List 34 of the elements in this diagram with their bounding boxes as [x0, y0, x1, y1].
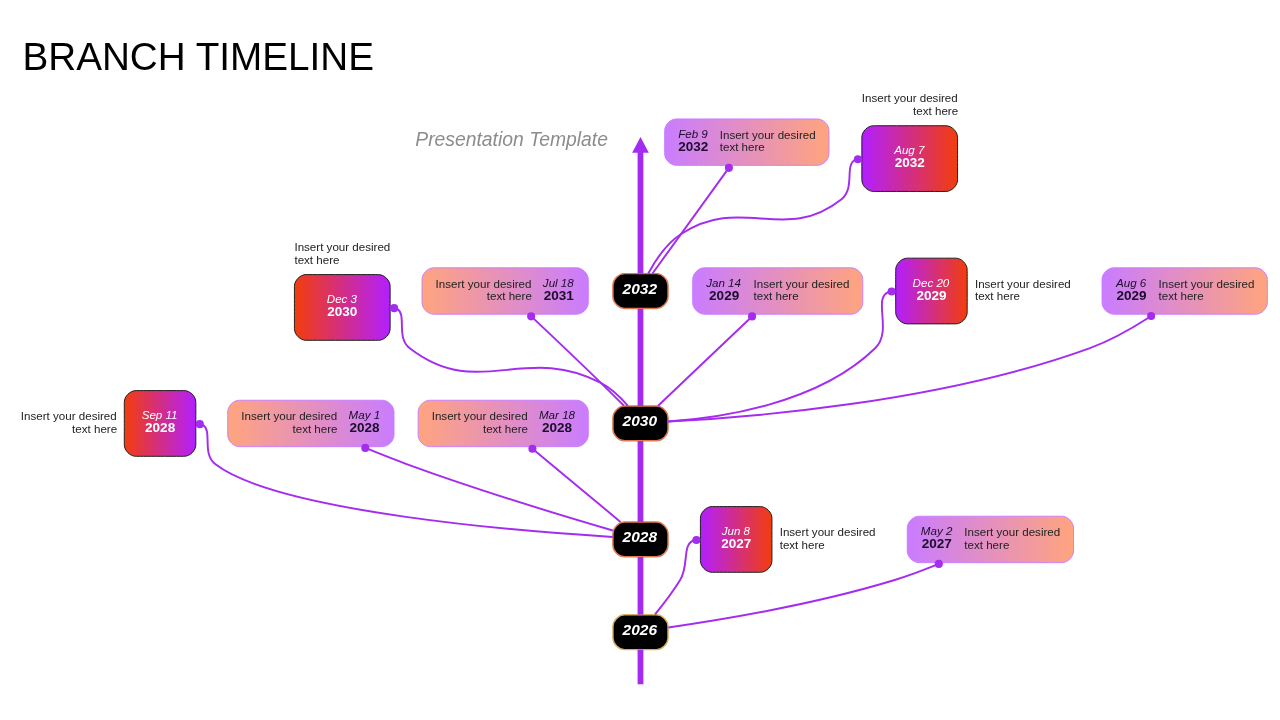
connector	[637, 441, 644, 522]
node-box: Feb 9 2032 Insert your desired text here	[664, 118, 830, 166]
node-box: Insert your desired text here Jul 18 2031	[421, 267, 589, 315]
connector	[656, 312, 757, 407]
node-box: 2026	[612, 614, 669, 651]
diagram-title: BRANCH TIMELINE	[22, 34, 375, 78]
node-box: 2032	[612, 272, 669, 310]
connector	[528, 444, 622, 523]
connector	[637, 308, 644, 406]
node-box: 2028	[612, 521, 669, 558]
node-box: Jan 14 2029 Insert your desired text here	[692, 267, 864, 315]
node-label: Insert your desired text here	[974, 277, 1071, 303]
node-label: Insert your desired text here	[20, 410, 118, 435]
node-label: Insert your desired text here	[779, 526, 876, 551]
node-label: Insert your desired text here	[861, 92, 959, 117]
node-box: Insert your desired text here May 1 2028	[227, 399, 395, 448]
connector	[654, 535, 701, 616]
connector	[637, 649, 644, 685]
node-box: Insert your desired text here Mar 18 2028	[417, 399, 589, 448]
node-box: Aug 6 2029 Insert your desired text here	[1101, 267, 1268, 315]
connector	[361, 443, 614, 532]
connector	[195, 420, 614, 538]
connector	[667, 559, 943, 629]
node-label: Insert your desired text here	[294, 241, 391, 266]
node-box: 2030	[612, 405, 669, 442]
connector	[527, 312, 625, 407]
node-box: May 2 2027 Insert your desired text here	[906, 515, 1074, 564]
label: Presentation Template	[415, 129, 608, 151]
connector	[390, 304, 629, 407]
connector	[647, 155, 862, 275]
arrow	[632, 136, 649, 274]
connector	[651, 163, 733, 275]
connector	[667, 311, 1156, 423]
connector	[637, 556, 644, 615]
